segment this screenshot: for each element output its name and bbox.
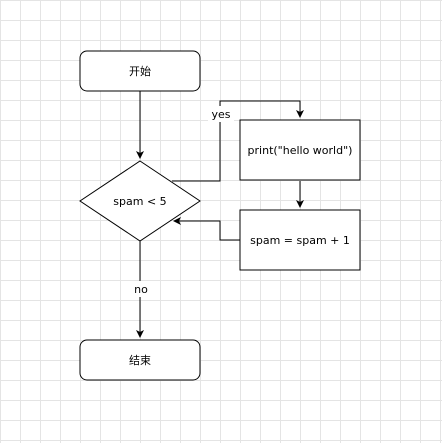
condition-node-label: spam < 5 — [113, 195, 166, 208]
edge-label-no: no — [134, 283, 148, 296]
edge-increment-to-condition — [173, 217, 240, 241]
increment-node-label: spam = spam + 1 — [250, 234, 350, 247]
print-node — [239, 119, 361, 181]
no-label-bg — [128, 281, 152, 297]
start-node-label: 开始 — [129, 64, 151, 78]
increment-node — [239, 209, 361, 271]
edge-label-yes: yes — [211, 108, 230, 121]
end-node — [79, 339, 201, 381]
condition-node — [79, 160, 201, 242]
print-node-label: print("hello world") — [248, 144, 353, 157]
yes-label-bg — [208, 106, 234, 122]
end-node-label: 结束 — [129, 354, 151, 367]
edge-condition-to-print — [172, 100, 304, 182]
start-node — [79, 50, 201, 92]
